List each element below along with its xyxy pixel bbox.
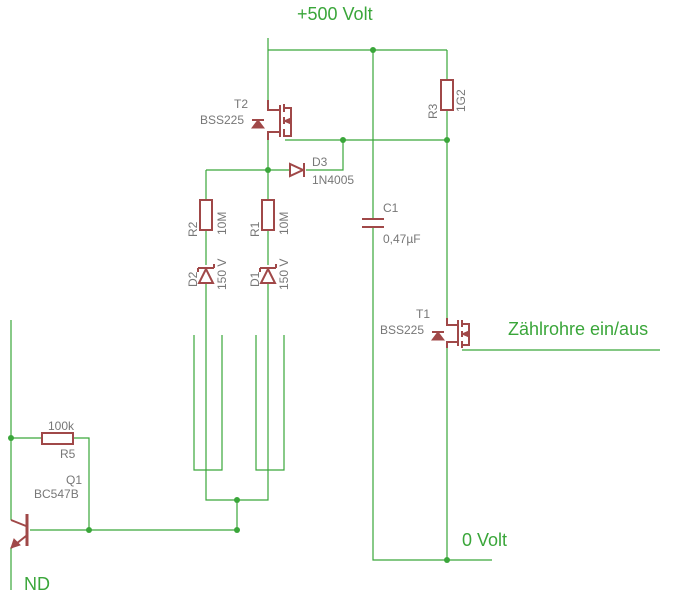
- resistor-r1: [261, 199, 275, 231]
- label-t1-value: BSS225: [380, 323, 424, 337]
- resistor-r3: [440, 79, 454, 111]
- label-input: ND: [24, 574, 50, 594]
- zener-d1: [259, 264, 277, 284]
- label-r3-ref: R3: [426, 103, 440, 119]
- resistor-r2: [199, 199, 213, 231]
- label-q1-ref: Q1: [66, 473, 82, 487]
- label-r1-ref: R1: [248, 221, 262, 237]
- transistor-q1: [10, 514, 29, 549]
- junction-r3-gate: [444, 137, 450, 143]
- junction-tubes: [234, 497, 240, 503]
- resistor-r5: [41, 432, 74, 445]
- label-t2-value: BSS225: [200, 113, 244, 127]
- label-output: Zählrohre ein/aus: [508, 319, 648, 339]
- label-ground: 0 Volt: [462, 530, 507, 550]
- label-r5-value: 100k: [48, 419, 75, 433]
- wires: [10, 38, 660, 590]
- label-q1-value: BC547B: [34, 487, 79, 501]
- junction-ground: [444, 557, 450, 563]
- label-r3-value: 1G2: [454, 89, 468, 112]
- label-r1-value: 10M: [277, 212, 291, 235]
- transistor-t1: [431, 318, 470, 348]
- label-supply: +500 Volt: [297, 4, 373, 24]
- junction-t2-source: [265, 167, 271, 173]
- junction-q1-base: [234, 527, 240, 533]
- junctions: [8, 47, 450, 563]
- junction-d3-gate: [340, 137, 346, 143]
- junction-left: [8, 435, 14, 441]
- capacitor-c1: [362, 218, 384, 228]
- label-d1-value: 150 V: [277, 259, 291, 290]
- label-d3-value: 1N4005: [312, 173, 354, 187]
- label-r5-ref: R5: [60, 447, 76, 461]
- label-t2-ref: T2: [234, 97, 248, 111]
- diode-d3: [289, 162, 306, 178]
- zener-d2: [197, 264, 215, 284]
- label-d3-ref: D3: [312, 155, 328, 169]
- label-c1-value: 0,47µF: [383, 232, 421, 246]
- label-d2-value: 150 V: [215, 259, 229, 290]
- label-d1-ref: D1: [248, 271, 262, 287]
- label-c1-ref: C1: [383, 201, 399, 215]
- label-t1-ref: T1: [416, 307, 430, 321]
- junction-top-rail: [370, 47, 376, 53]
- label-r2-ref: R2: [186, 221, 200, 237]
- junction-r5: [86, 527, 92, 533]
- label-d2-ref: D2: [186, 271, 200, 287]
- label-r2-value: 10M: [215, 212, 229, 235]
- transistor-t2: [251, 100, 292, 140]
